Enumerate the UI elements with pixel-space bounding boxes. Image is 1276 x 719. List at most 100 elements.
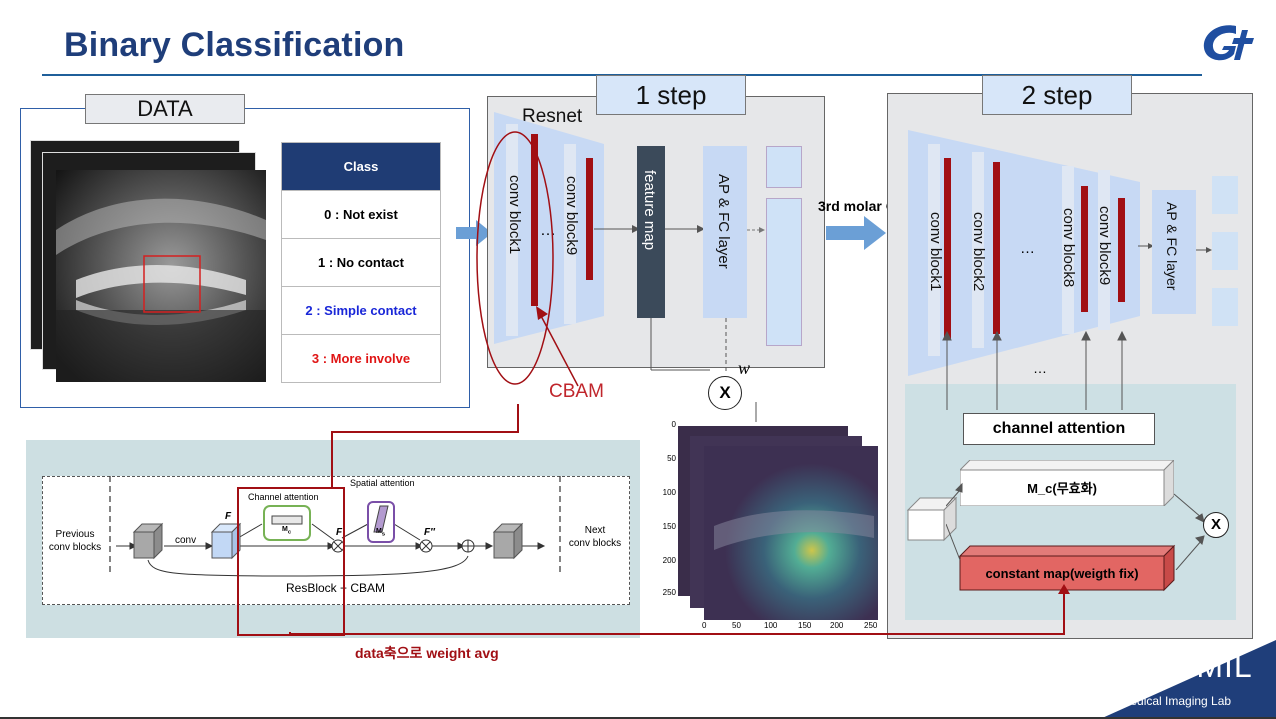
constant-map-shape — [958, 544, 1176, 592]
cbam-conv-label: conv — [175, 535, 197, 546]
y-tick: 250 — [662, 588, 676, 597]
step1-tab-label: 1 step — [596, 75, 746, 115]
cbam-mc-label: Mc — [282, 526, 291, 535]
footer-band — [0, 640, 1276, 719]
cbam-caption: ResBlock + CBAM — [286, 581, 386, 595]
mc-sub: c — [287, 529, 292, 536]
conv-block9-plate — [564, 144, 576, 324]
s2-ellipsis: … — [1020, 240, 1035, 257]
cbam-pointer-icon — [536, 306, 579, 387]
y-tick: 200 — [662, 556, 676, 565]
x-tick: 150 — [798, 621, 812, 630]
y-tick: 0 — [671, 420, 676, 429]
s2-block1-plate — [928, 144, 940, 356]
cbam-diagram-graphics — [109, 476, 561, 577]
step1-output-top — [766, 146, 802, 188]
s2-block1-bar — [944, 158, 951, 340]
step2-head-label: AP & FC layer — [1164, 202, 1180, 291]
input-cube — [906, 496, 958, 542]
arrow-to-head-icon — [665, 225, 705, 233]
class-row-1: 1 : No contact — [282, 238, 440, 286]
feature-map-label: feature map — [641, 170, 658, 251]
data-tab-label: DATA — [85, 94, 245, 124]
weight-symbol: w — [738, 358, 751, 378]
cbam-next-label: Next conv blocks — [568, 525, 622, 549]
channel-attention-box: channel attention — [963, 413, 1155, 445]
mc-box-label: M_c(무효화) — [1027, 481, 1097, 496]
s2-block8-bar — [1081, 186, 1088, 312]
xray-image-front — [56, 170, 266, 382]
s2-block2-bar — [993, 162, 1000, 334]
s2-arrow-to-head-icon — [1138, 243, 1154, 249]
s2-block9-plate — [1098, 170, 1110, 330]
step1-head-label: AP & FC layer — [715, 174, 732, 269]
cbam-ms-label: Ms — [376, 528, 385, 537]
cbam-spatial-attention-label: Spatial attention — [350, 478, 415, 488]
attention-connectors — [946, 482, 1205, 570]
cbam-label: CBAM — [549, 381, 604, 402]
s2-block9-label: conv block9 — [1096, 206, 1113, 286]
cbam-ellipse — [476, 131, 554, 385]
s2-block1-label: conv block1 — [927, 212, 944, 292]
resnet-label: Resnet — [522, 106, 583, 127]
page-title: Binary Classification — [64, 26, 405, 64]
third-molar-label: 3rd molar O — [818, 198, 897, 214]
s2-output-3 — [1212, 288, 1238, 326]
heatmap-x-axis: 0 50 100 150 200 250 — [700, 621, 880, 633]
cbam-f-prime-label: F′ — [336, 527, 345, 538]
class-table-header: Class — [282, 143, 440, 190]
arrow-step1-to-step2-icon — [826, 216, 886, 250]
step1-head-box: AP & FC layer — [703, 146, 747, 318]
lab-full-name: Multi-Modality Medical Imaging Lab — [1043, 694, 1232, 708]
x-tick: 50 — [732, 621, 741, 630]
s2-block8-label: conv block8 — [1060, 208, 1077, 288]
y-tick: 50 — [667, 454, 676, 463]
step1-multiply-node: X — [708, 376, 742, 410]
y-tick: 150 — [662, 522, 676, 531]
s2-block8-plate — [1062, 166, 1074, 334]
arrow-right-icon — [456, 220, 492, 246]
conv-block1-bar — [531, 134, 538, 306]
class-row-0: 0 : Not exist — [282, 190, 440, 238]
x-tick: 0 — [702, 621, 707, 630]
x-tick: 100 — [764, 621, 778, 630]
s2-output-1 — [1212, 176, 1238, 214]
constant-map-label: constant map(weigth fix) — [985, 566, 1139, 581]
ms-main: M — [376, 528, 382, 535]
lab-logo-icon — [1203, 25, 1254, 61]
mc-box-shape — [960, 460, 1174, 506]
cbam-previous-label: Previous conv blocks — [48, 529, 102, 553]
heatmap-front — [704, 446, 878, 620]
step2-tab-label: 2 step — [982, 75, 1132, 115]
conv-block1-plate — [506, 124, 518, 336]
x-tick: 200 — [830, 621, 844, 630]
s2-block2-plate — [972, 152, 984, 348]
ms-sub: s — [381, 531, 386, 538]
s2-arrow-to-output-icon — [1196, 247, 1212, 253]
cbam-f-label: F — [225, 511, 232, 522]
step2-multiply-node: X — [1203, 512, 1229, 538]
s2-ellipsis-below: … — [1033, 360, 1047, 376]
y-tick: 100 — [662, 488, 676, 497]
cbam-f-double-label: F″ — [424, 527, 435, 538]
s2-block2-label: conv block2 — [970, 212, 987, 292]
arrow-to-output-icon — [747, 227, 765, 233]
resnet-trapezoid — [494, 112, 604, 344]
step1-multiply-connectors — [650, 318, 757, 422]
heatmap-y-axis: 0 50 100 150 200 250 — [660, 420, 676, 600]
lab-short-name: MMMIL — [1141, 648, 1253, 684]
s2-block9-bar — [1118, 198, 1125, 302]
weight-avg-label: data축으로 weight avg — [355, 645, 499, 661]
class-row-3: 3 : More involve — [282, 334, 440, 382]
attention-arrows — [942, 330, 1127, 410]
step2-head-box: AP & FC layer — [1152, 190, 1196, 314]
conv-block9-label: conv block9 — [563, 176, 580, 256]
arrow-to-feature-map-icon — [594, 225, 640, 233]
class-table: Class 0 : Not exist 1 : No contact 2 : S… — [281, 142, 441, 383]
conv-block1-label: conv block1 — [506, 175, 523, 255]
red-connector-lines — [289, 404, 1070, 635]
s2-output-2 — [1212, 232, 1238, 270]
mc-main: M — [282, 526, 288, 533]
conv-block9-bar — [586, 158, 593, 280]
x-tick: 250 — [864, 621, 878, 630]
